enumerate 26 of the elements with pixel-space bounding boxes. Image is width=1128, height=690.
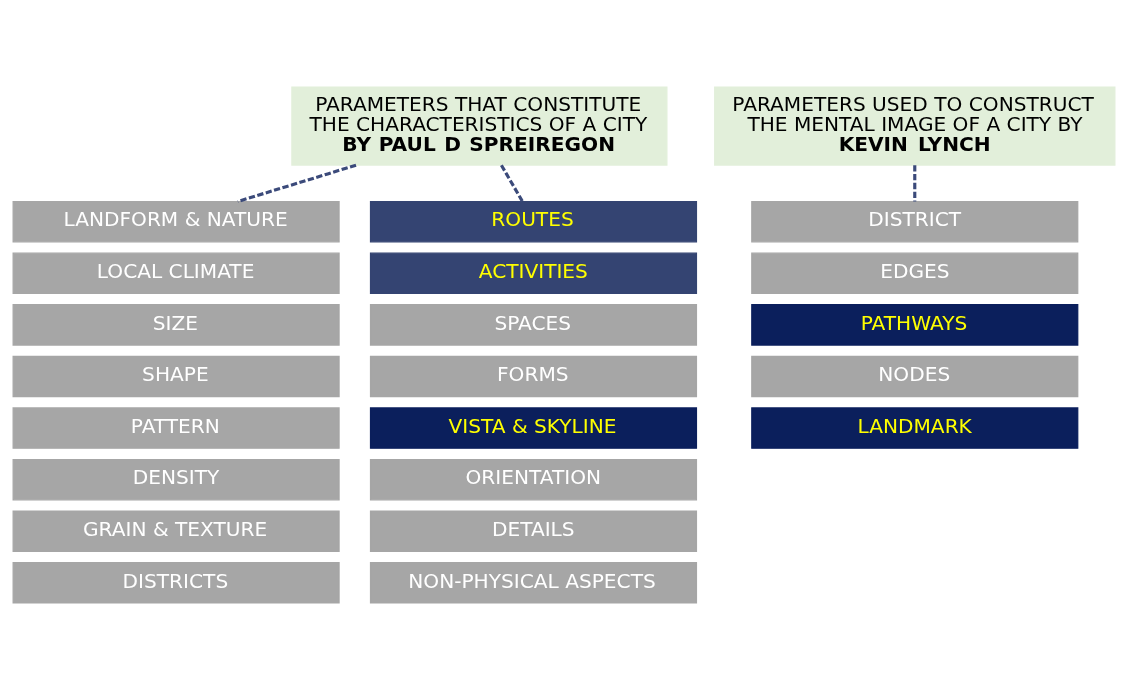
connector	[500, 164, 524, 203]
node-box: DETAILS	[369, 510, 698, 552]
node-box: LANDMARK	[751, 407, 1079, 449]
node-box: DISTRICT	[751, 200, 1079, 243]
node-box: SIZE	[12, 304, 340, 346]
node-box: PARAMETERS THAT CONSTITUTE THE CHARACTERISTICS OF A CITY BY PAUL D SPREIREGON	[291, 86, 668, 166]
node-box: PARAMETERS USED TO CONSTRUCT THE MENTAL IMAGE OF A CITY BY KEVIN LYNCH	[714, 86, 1116, 166]
connector	[237, 163, 357, 203]
node-box: PATTERN	[12, 407, 340, 449]
connector	[913, 165, 917, 202]
node-box: EDGES	[751, 252, 1079, 295]
node-box: VISTA & SKYLINE	[369, 407, 698, 449]
node-box: SPACES	[369, 304, 698, 346]
node-box: GRAIN & TEXTURE	[12, 510, 340, 552]
node-box: ORIENTATION	[369, 458, 698, 501]
node-box: LANDFORM & NATURE	[12, 200, 340, 243]
node-box: PATHWAYS	[751, 304, 1079, 346]
node-box: ACTIVITIES	[369, 252, 698, 295]
node-box: LOCAL CLIMATE	[12, 252, 340, 295]
node-box: SHAPE	[12, 355, 340, 398]
node-box: NODES	[751, 355, 1079, 398]
node-box: NON-PHYSICAL ASPECTS	[369, 562, 698, 604]
node-box: ROUTES	[369, 200, 698, 243]
node-box: DENSITY	[12, 458, 340, 501]
node-box: FORMS	[369, 355, 698, 398]
node-box: DISTRICTS	[12, 562, 340, 604]
